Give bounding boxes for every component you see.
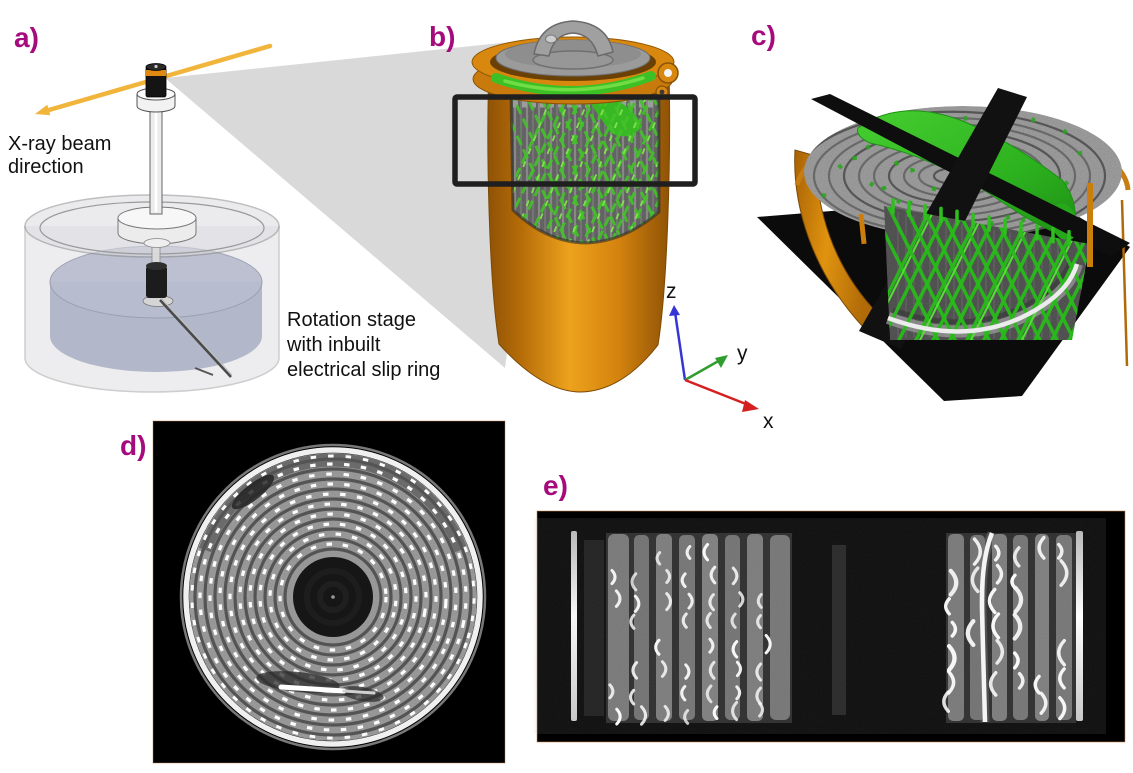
x-axis-line bbox=[684, 378, 752, 408]
panel-d: d) bbox=[120, 420, 506, 764]
panel-b-label: b) bbox=[429, 21, 455, 52]
can-liner-arc bbox=[887, 263, 1080, 334]
x-axis-arrowhead bbox=[742, 400, 759, 412]
xray-beam-caption: X-ray beam direction bbox=[8, 133, 117, 178]
lithium-crescent-artefacts bbox=[608, 535, 1069, 726]
z-axis-label: z bbox=[666, 280, 677, 303]
y-axis-arrowhead bbox=[715, 355, 728, 368]
slip-ring-cable bbox=[159, 299, 232, 378]
panel-e: e) bbox=[536, 470, 1126, 743]
lid-handle bbox=[533, 20, 614, 57]
panel-c: c) bbox=[751, 20, 1131, 401]
y-axis-line bbox=[684, 357, 723, 382]
x-axis-label: x bbox=[763, 410, 774, 433]
panel-a-label: a) bbox=[14, 22, 39, 53]
panel-b: b) bbox=[429, 20, 698, 393]
panel-a: a) bbox=[8, 22, 440, 393]
rotation-stage-drawing bbox=[24, 194, 280, 393]
battery-lid bbox=[471, 20, 679, 105]
panel-d-label: d) bbox=[120, 430, 146, 461]
panel-c-label: c) bbox=[751, 20, 776, 51]
bright-streak bbox=[278, 684, 347, 694]
coordinate-axes: z y x bbox=[666, 280, 774, 433]
rotation-stage-caption: Rotation stage with inbuilt electrical s… bbox=[286, 309, 440, 381]
panel-e-label: e) bbox=[543, 470, 568, 501]
z-axis-arrowhead bbox=[669, 305, 680, 316]
battery-cutaway-window bbox=[509, 94, 661, 245]
y-axis-label: y bbox=[737, 342, 748, 365]
battery-sample bbox=[145, 63, 167, 98]
ct-axial-windings bbox=[189, 453, 477, 741]
roi-rectangle bbox=[452, 94, 698, 187]
z-axis-line bbox=[673, 311, 687, 381]
right-can-wall-line bbox=[1076, 531, 1083, 721]
noise-overlay bbox=[560, 528, 1080, 724]
